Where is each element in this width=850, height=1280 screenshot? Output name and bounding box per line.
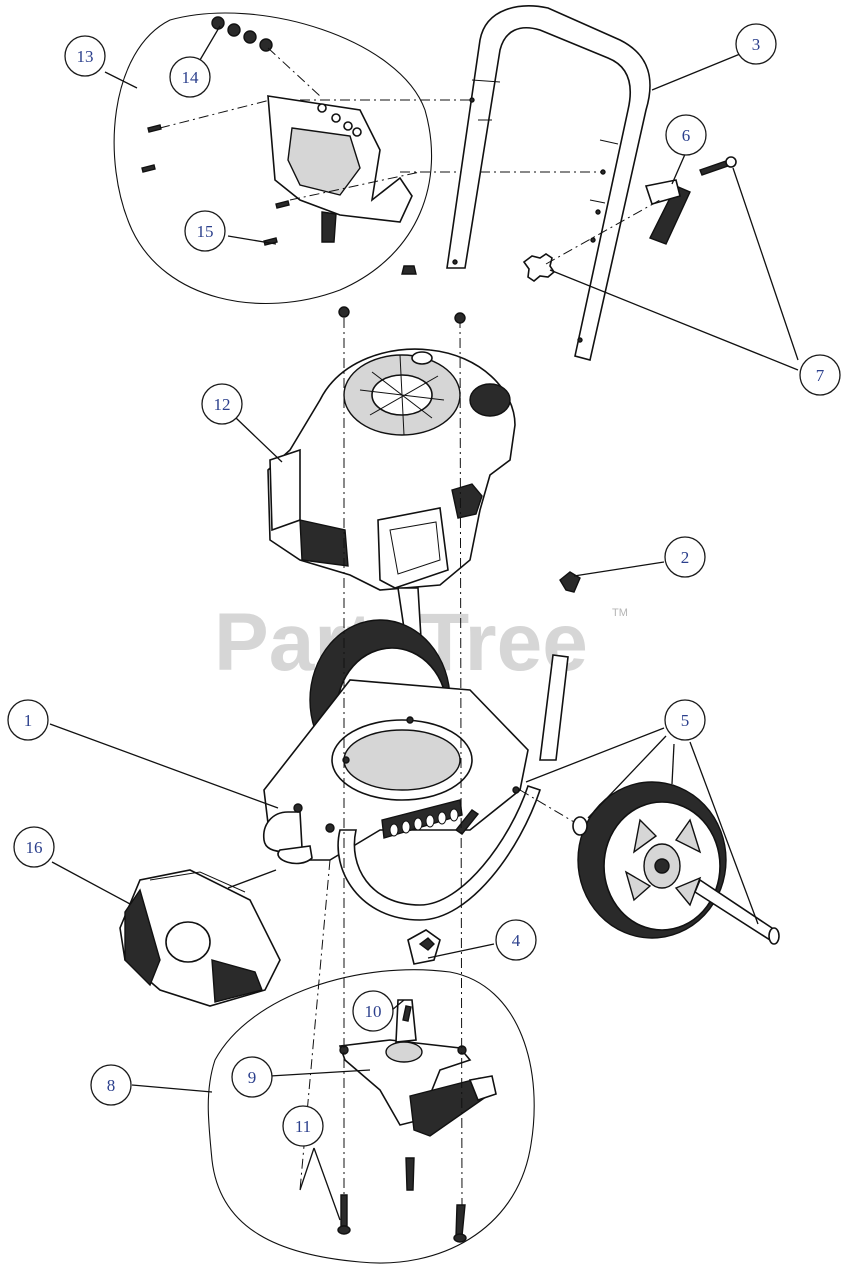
hose-hook-part	[649, 185, 691, 245]
svg-text:14: 14	[182, 68, 200, 87]
frame-lower-tube	[337, 784, 542, 921]
svg-text:15: 15	[197, 222, 214, 241]
nut-part	[243, 30, 257, 44]
alignment-line	[159, 99, 271, 129]
detail-outline-top	[113, 12, 432, 305]
detail-outline-bottom	[207, 969, 535, 1264]
nut-part	[401, 265, 417, 275]
leader-lines	[49, 25, 799, 1221]
svg-text:5: 5	[681, 711, 690, 730]
callout-8: 8	[90, 1064, 132, 1106]
callout-3: 3	[735, 23, 777, 65]
svg-text:13: 13	[77, 47, 94, 66]
panel-hole	[317, 103, 327, 113]
long-bolt-part	[455, 1204, 466, 1237]
svg-text:4: 4	[512, 931, 521, 950]
panel-hole	[352, 127, 362, 137]
callout-1: 1	[7, 699, 49, 741]
fuel-cap	[469, 383, 511, 417]
wheel-part	[519, 781, 780, 945]
callout-13: 13	[64, 35, 106, 77]
air-filter-cover	[269, 448, 301, 532]
panel-hole	[331, 113, 341, 123]
svg-text:9: 9	[248, 1068, 257, 1087]
svg-text:7: 7	[816, 366, 825, 385]
long-bolt-part	[340, 1194, 348, 1227]
alignment-line	[267, 47, 321, 97]
screw-part	[147, 124, 162, 133]
control-panel-tab	[321, 211, 337, 243]
engine-shroud-panel	[377, 507, 449, 589]
svg-text:1: 1	[24, 711, 33, 730]
hook-bracket-part	[644, 179, 681, 205]
callout-9: 9	[231, 1056, 273, 1098]
detail-group-pump	[207, 969, 535, 1264]
screw-part	[263, 237, 278, 246]
svg-text:3: 3	[752, 35, 761, 54]
cover-opening	[165, 921, 211, 963]
frame-foot	[263, 811, 303, 853]
bolt-part	[699, 160, 729, 176]
svg-text:2: 2	[681, 548, 690, 567]
svg-text:12: 12	[214, 395, 231, 414]
handle-part	[446, 5, 651, 761]
detail-group-control-panel	[113, 12, 605, 305]
panel-hole	[343, 121, 353, 131]
svg-text:8: 8	[107, 1076, 116, 1095]
knob-part	[522, 253, 556, 282]
callout-14: 14	[169, 56, 211, 98]
engine-cover-part	[119, 869, 281, 1007]
callout-6: 6	[665, 114, 707, 156]
engine-part	[267, 348, 516, 656]
wheel-washer	[572, 816, 588, 836]
handle-lower-tube	[539, 654, 569, 761]
screw-part	[275, 200, 290, 209]
screw-part	[402, 1005, 412, 1022]
watermark-trademark: TM	[612, 607, 628, 619]
short-bolt-part	[405, 1157, 415, 1191]
callout-16: 16	[13, 826, 55, 868]
control-panel-face	[287, 127, 361, 196]
hose-clip-part	[559, 571, 581, 593]
svg-text:16: 16	[26, 838, 43, 857]
alignment-line	[545, 199, 661, 265]
pump-outlet	[409, 1077, 491, 1137]
callout-10: 10	[352, 990, 394, 1032]
nut-part	[338, 306, 350, 318]
callout-12: 12	[201, 383, 243, 425]
svg-text:6: 6	[682, 126, 691, 145]
nut-part	[211, 16, 225, 30]
callout-2: 2	[664, 536, 706, 578]
nut-part	[259, 38, 273, 52]
nut-part	[454, 312, 466, 324]
screw-part	[141, 164, 156, 173]
vertical-alignment-lines	[299, 306, 466, 1206]
frame-part	[263, 619, 542, 921]
svg-text:10: 10	[365, 1002, 382, 1021]
alignment-line	[289, 171, 421, 201]
callout-15: 15	[184, 210, 226, 252]
hose-hook-assembly	[522, 156, 737, 282]
svg-text:11: 11	[295, 1117, 311, 1136]
callout-4: 4	[495, 919, 537, 961]
nut-part	[227, 23, 241, 37]
muffler-guard	[299, 519, 349, 567]
cover-side-panel	[124, 888, 161, 987]
callout-7: 7	[799, 354, 841, 396]
callout-5: 5	[664, 699, 706, 741]
callout-11: 11	[282, 1105, 324, 1147]
washer-part	[725, 156, 737, 168]
